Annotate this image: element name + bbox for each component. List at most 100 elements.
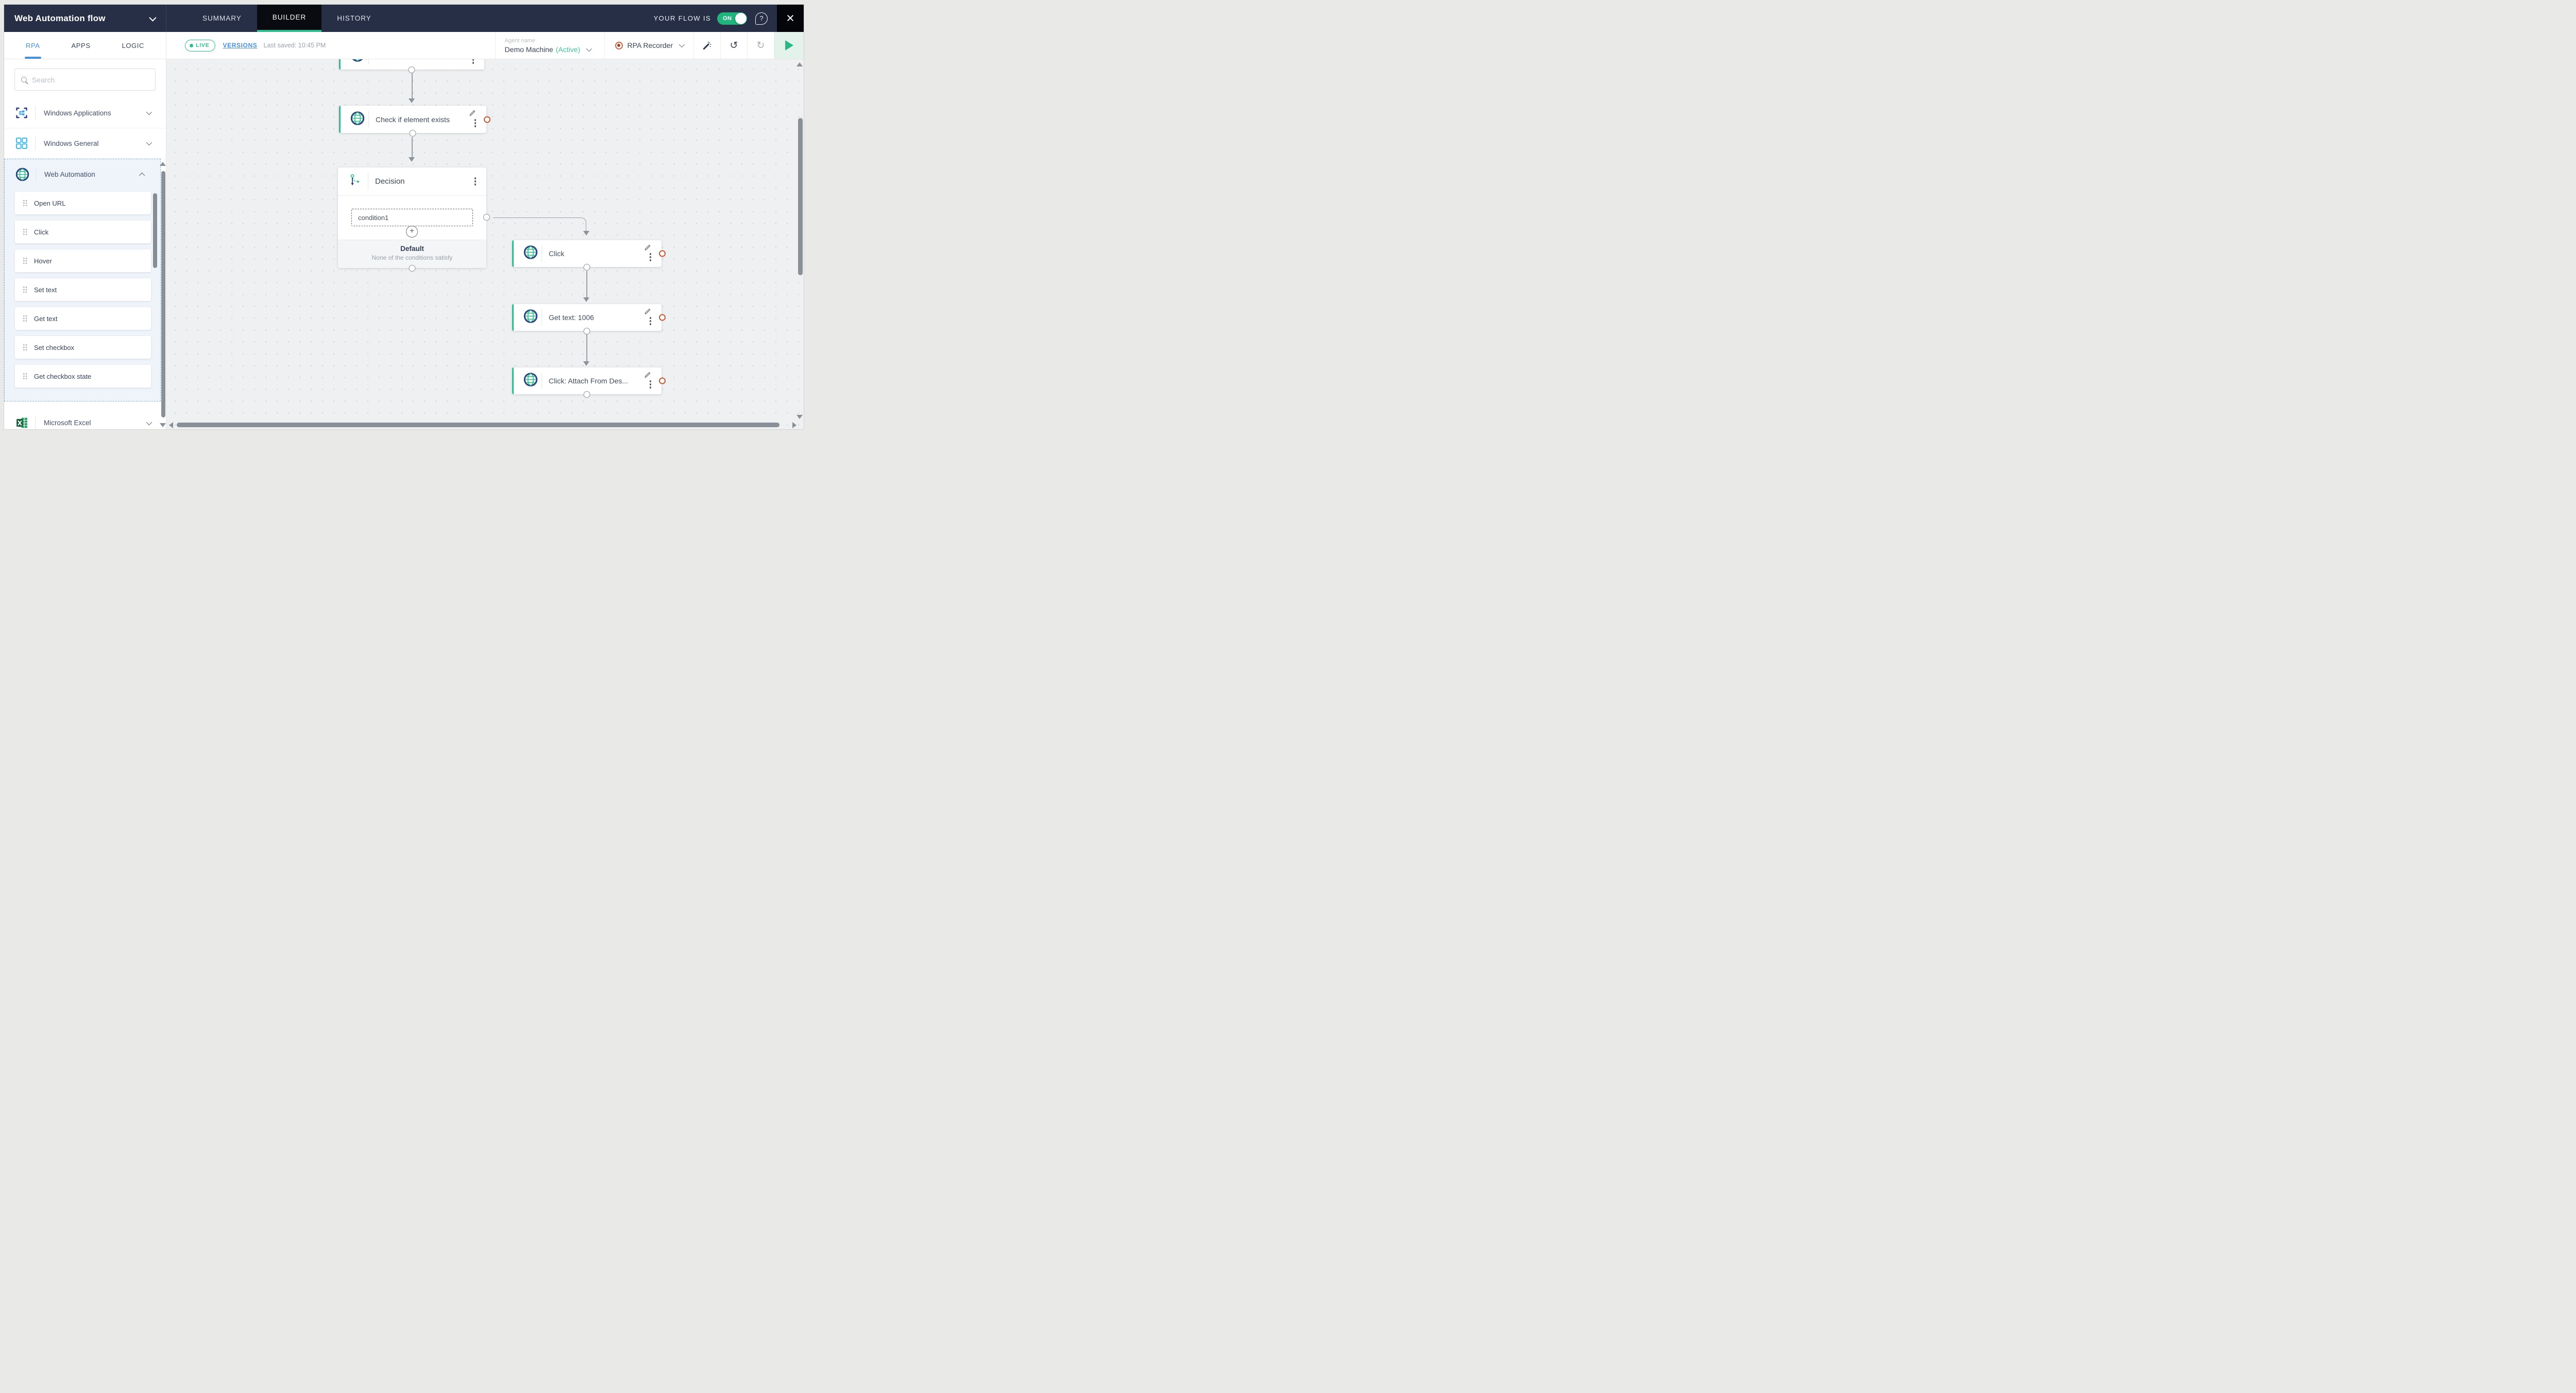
flow-node-check-element[interactable]: Check if element exists (339, 106, 490, 137)
breakpoint-ring-icon[interactable] (659, 314, 666, 321)
record-icon (615, 41, 623, 49)
divider (541, 245, 542, 262)
redo-button[interactable]: ↻ (747, 32, 774, 59)
windows-applications-icon (14, 106, 29, 120)
breakpoint-ring-icon[interactable] (659, 250, 666, 257)
edit-icon[interactable] (469, 109, 476, 119)
output-port[interactable] (408, 66, 415, 73)
flow-title-menu[interactable]: Web Automation flow (4, 5, 166, 32)
inner-scrollbar-thumb[interactable] (153, 193, 157, 268)
flow-on-toggle[interactable]: ON (717, 12, 747, 25)
chevron-down-icon[interactable] (679, 41, 685, 48)
output-port[interactable] (409, 130, 416, 137)
add-condition-button[interactable]: + (406, 226, 418, 238)
output-port[interactable] (583, 328, 590, 334)
flow-node-click[interactable]: Click (512, 240, 666, 271)
play-icon (785, 40, 793, 51)
category-web-automation[interactable]: Web Automation (5, 159, 160, 190)
web-globe-icon (350, 111, 365, 128)
category-windows-applications[interactable]: Windows Applications (4, 98, 166, 128)
tab-builder[interactable]: BUILDER (257, 5, 322, 32)
edit-icon[interactable] (644, 308, 651, 317)
connector-line (586, 271, 587, 297)
close-button[interactable]: × (777, 5, 804, 32)
chevron-down-icon[interactable] (146, 109, 152, 115)
action-get-checkbox-state[interactable]: Get checkbox state (15, 365, 151, 388)
chevron-down-icon[interactable] (146, 139, 152, 146)
sidebar-tab-apps[interactable]: APPS (71, 41, 91, 49)
canvas-hscrollbar-thumb[interactable] (177, 423, 779, 427)
edit-icon[interactable] (644, 244, 651, 254)
flow-status-label: YOUR FLOW IS (653, 14, 711, 22)
help-icon[interactable]: ? (755, 12, 768, 25)
output-port[interactable] (409, 265, 416, 272)
action-get-text[interactable]: Get text (15, 307, 151, 330)
tab-history[interactable]: HISTORY (337, 14, 371, 22)
breakpoint-ring-icon[interactable] (484, 116, 490, 123)
search-box[interactable] (14, 69, 156, 91)
scroll-down-icon[interactable] (160, 423, 166, 427)
flow-node-decision[interactable]: Decision condition1 + Default None of th… (338, 167, 490, 272)
toggle-knob[interactable] (735, 12, 747, 24)
tab-summary[interactable]: SUMMARY (202, 14, 242, 22)
condition-output-port[interactable] (483, 214, 490, 221)
action-set-checkbox[interactable]: Set checkbox (15, 336, 151, 359)
search-input[interactable] (32, 75, 149, 84)
drag-handle-icon (23, 286, 28, 293)
divider (368, 59, 369, 64)
sidebar-tab-rpa[interactable]: RPA (26, 32, 40, 59)
flow-node-get-text[interactable]: Get text: 1006 (512, 304, 666, 334)
edit-icon[interactable] (644, 371, 651, 381)
drag-handle-icon (23, 315, 28, 322)
breakpoint-ring-icon[interactable] (659, 377, 666, 384)
scroll-up-icon[interactable] (160, 162, 166, 166)
divider (368, 111, 369, 128)
versions-link[interactable]: VERSIONS (223, 42, 258, 49)
scroll-right-icon[interactable] (792, 422, 796, 428)
output-port[interactable] (583, 391, 590, 398)
sidebar-scrollbar[interactable] (160, 59, 166, 429)
scroll-left-icon[interactable] (169, 422, 173, 428)
canvas-vscrollbar-thumb[interactable] (798, 118, 803, 275)
kebab-menu-icon[interactable] (471, 59, 476, 66)
decision-condition[interactable]: condition1 (351, 209, 473, 226)
canvas-horizontal-scrollbar[interactable] (166, 422, 796, 428)
action-open-url[interactable]: Open URL (15, 192, 151, 214)
kebab-menu-icon[interactable] (649, 251, 653, 263)
flow-node-clipped[interactable] (339, 59, 484, 73)
drag-handle-icon (23, 199, 28, 207)
close-icon: × (786, 10, 794, 26)
sidebar-tab-logic[interactable]: LOGIC (122, 41, 144, 49)
topbar-right: YOUR FLOW IS ON ? × (654, 5, 804, 32)
flow-node-click-attach[interactable]: Click: Attach From Des... (512, 367, 666, 398)
kebab-menu-icon[interactable] (473, 175, 478, 188)
scroll-down-icon[interactable] (796, 415, 803, 419)
agent-selector[interactable]: Agent name Demo Machine (Active) (495, 32, 604, 59)
action-hover[interactable]: Hover (15, 249, 151, 272)
redo-icon: ↻ (756, 40, 765, 51)
magic-wand-button[interactable] (693, 32, 720, 59)
chevron-up-icon[interactable] (139, 172, 145, 178)
scroll-up-icon[interactable] (796, 62, 803, 66)
sidebar-scrollbar-thumb[interactable] (161, 171, 165, 417)
action-click[interactable]: Click (15, 221, 151, 243)
output-port[interactable] (583, 264, 590, 271)
divider (35, 136, 36, 150)
category-windows-general[interactable]: Windows General (4, 128, 166, 159)
web-globe-icon (523, 309, 538, 326)
chevron-down-icon[interactable] (149, 14, 157, 22)
chevron-down-icon[interactable] (146, 419, 152, 425)
rpa-recorder-dropdown[interactable]: RPA Recorder (604, 32, 693, 59)
kebab-menu-icon[interactable] (473, 117, 478, 129)
kebab-menu-icon[interactable] (649, 378, 653, 391)
chevron-down-icon[interactable] (586, 45, 592, 52)
category-microsoft-excel[interactable]: Microsoft Excel (4, 408, 166, 429)
canvas-vertical-scrollbar[interactable] (796, 59, 803, 429)
flow-canvas[interactable]: Check if element exists (166, 59, 804, 429)
agent-status: (Active) (555, 45, 581, 54)
undo-button[interactable]: ↺ (720, 32, 747, 59)
run-flow-button[interactable] (774, 32, 804, 59)
action-set-text[interactable]: Set text (15, 278, 151, 301)
kebab-menu-icon[interactable] (649, 315, 653, 327)
decision-default-branch[interactable]: Default None of the conditions satisfy (338, 240, 486, 268)
